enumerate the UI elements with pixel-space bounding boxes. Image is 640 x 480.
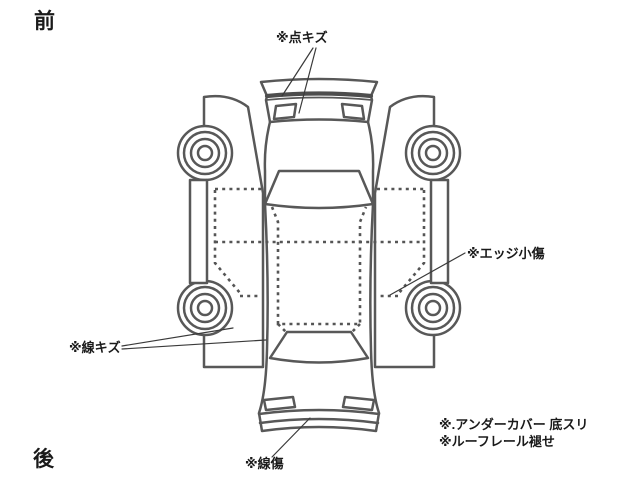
headlight-right [340, 102, 366, 121]
line-scratch-leader-2 [121, 339, 267, 350]
right-side-panel [373, 94, 462, 369]
taillight-left [262, 395, 297, 412]
headlight-left [272, 102, 298, 121]
car-top-view [257, 77, 381, 433]
label-front: 前 [34, 9, 55, 33]
roof-rear-corner-right [351, 323, 361, 333]
annotation-edge-small-damage: ※エッジ小傷 [467, 246, 545, 261]
damage-leader-lines [121, 47, 466, 458]
roof-rear-corner-left [277, 323, 287, 333]
note-undercover: ※.アンダーカバー 底スリ [439, 417, 588, 432]
taillight-right [341, 395, 376, 412]
roof-outline [270, 206, 368, 326]
right-door-edge [398, 190, 426, 294]
hood-front-line [265, 96, 373, 101]
rear-window [268, 330, 370, 364]
right-rocker-panel [429, 178, 450, 285]
line-scratch-leader-1 [121, 327, 234, 347]
wheel-front-left [182, 130, 228, 176]
panel-seam-dashed-lines [213, 187, 426, 333]
front-bumper-edge [264, 91, 374, 99]
label-rear: 後 [33, 447, 55, 471]
car-body-outline [257, 77, 381, 433]
annotation-point-scratch: ※点キズ [276, 30, 328, 45]
rear-bumper-line-lower [258, 417, 380, 425]
annotation-line-damage: ※線傷 [245, 456, 284, 471]
line-damage-leader [271, 417, 311, 458]
edge-damage-leader [389, 252, 466, 296]
rear-bumper-line-upper [257, 408, 381, 416]
annotation-line-scratch: ※線キズ [69, 340, 121, 355]
point-scratch-leader-1 [281, 47, 314, 97]
wheel-rear-left [182, 285, 228, 331]
windshield [263, 169, 375, 210]
wheel-rear-right [410, 285, 456, 331]
note-roof-rail: ※ルーフレール褪せ [439, 434, 555, 449]
left-door-edge [213, 190, 241, 294]
left-rocker-panel [188, 178, 209, 285]
wheel-front-right [410, 130, 456, 176]
left-side-panel [176, 94, 265, 369]
point-scratch-leader-2 [298, 47, 317, 114]
hood-rear-line [268, 118, 370, 124]
